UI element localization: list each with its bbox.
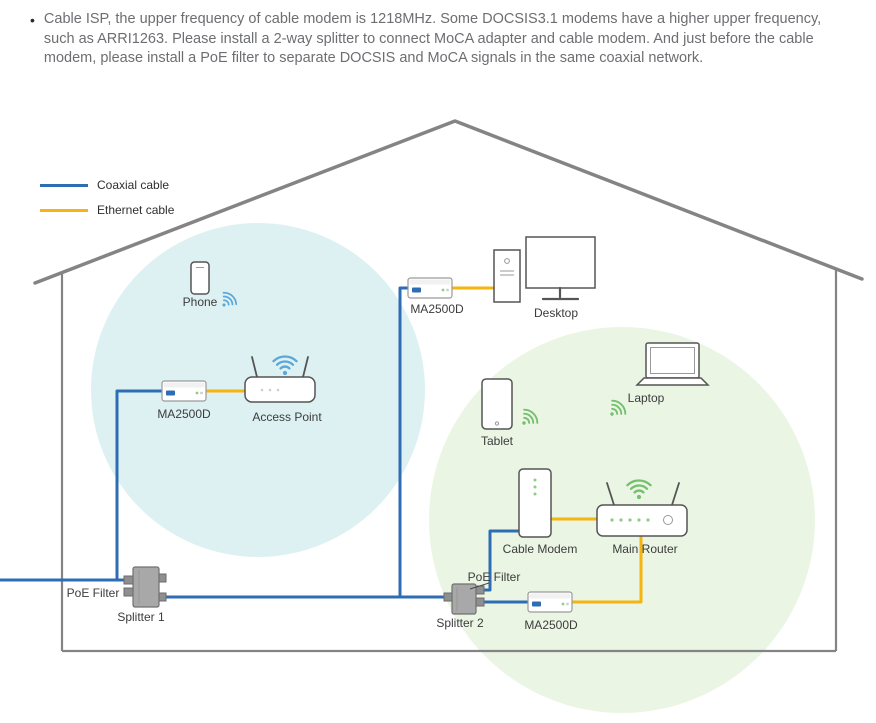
main-router-label: Main Router (612, 542, 678, 556)
access-point-led (260, 388, 264, 392)
access-point-label: Access Point (252, 410, 322, 424)
desktop-tower (493, 249, 521, 303)
phone-label: Phone (182, 295, 218, 309)
splitter1-device (123, 566, 167, 608)
main-router-device (596, 482, 688, 537)
desktop-monitor-stand (541, 286, 580, 301)
splitter1-label: Splitter 1 (117, 610, 165, 624)
ma2500d-bottom-label: MA2500D (524, 618, 578, 632)
legend-ethernet-label: Ethernet cable (97, 203, 175, 217)
main-router-led (619, 518, 623, 522)
main-router-led (610, 518, 614, 522)
laptop-device (635, 342, 710, 386)
access-point-led (268, 388, 272, 392)
coaxial-line-swatch (40, 183, 88, 187)
tablet-body (481, 378, 513, 430)
laptop-screen-inner (650, 347, 695, 374)
access-point-device (244, 356, 316, 403)
splitter2-device (443, 582, 490, 615)
house-outline (33, 119, 864, 653)
main-router-led (628, 518, 632, 522)
main-router-wps-button (663, 515, 673, 525)
ethernet-line-swatch (40, 208, 88, 212)
legend-coaxial-label: Coaxial cable (97, 178, 170, 192)
cable-modem-label: Cable Modem (502, 542, 578, 556)
ma2500d-top-label: MA2500D (410, 302, 464, 316)
access-point-led (276, 388, 280, 392)
intro-paragraph: • Cable ISP, the upper frequency of cabl… (30, 10, 842, 69)
access-point-antennas (251, 356, 309, 378)
legend-coaxial: Coaxial cable (40, 178, 169, 192)
phone-device (190, 261, 210, 295)
coax-to-top-adapter (398, 286, 408, 597)
desktop-monitor (525, 236, 596, 289)
cable-modem-led (533, 485, 537, 489)
cable-modem-led (533, 478, 537, 482)
poe-filter-left-label: PoE Filter (66, 586, 120, 600)
phone-body (190, 261, 210, 295)
eth-router-to-bottom-adapter (572, 536, 643, 604)
splitter2-body (451, 583, 477, 615)
coaxial-cables (0, 286, 528, 604)
cable-modem-device (518, 468, 552, 538)
main-router-led (646, 518, 650, 522)
splitter1-body (132, 566, 160, 608)
laptop-screen (645, 342, 700, 379)
access-point-body (244, 376, 316, 403)
poe-filter-leader-line (469, 582, 490, 590)
coax-to-left-adapter (115, 389, 162, 580)
main-router-led (637, 518, 641, 522)
legend-ethernet: Ethernet cable (40, 203, 174, 217)
poe-filter-right-label: PoE Filter (467, 570, 521, 584)
ethernet-cables (206, 286, 643, 604)
desktop-label: Desktop (533, 306, 579, 320)
cable-modem-led (533, 492, 537, 496)
laptop-label: Laptop (627, 391, 665, 405)
moca-adapter-top-device (407, 277, 453, 299)
house-roof (33, 119, 864, 285)
main-router-antennas (606, 482, 680, 506)
cable-modem-body (518, 468, 552, 538)
ma2500d-left-label: MA2500D (157, 407, 211, 421)
tablet-device (481, 378, 513, 430)
desktop-power-button (504, 258, 510, 264)
moca-adapter-left-device (161, 380, 207, 402)
tablet-label: Tablet (480, 434, 514, 448)
desktop-device (493, 236, 596, 303)
main-router-body (596, 504, 688, 537)
bullet-marker: • (30, 12, 35, 28)
splitter2-label: Splitter 2 (436, 616, 484, 630)
desktop-vents (500, 270, 514, 276)
paragraph-text: Cable ISP, the upper frequency of cable … (43, 11, 822, 67)
tablet-home-button (494, 421, 500, 426)
moca-adapter-bottom-device (527, 591, 573, 613)
laptop-base (635, 377, 710, 386)
